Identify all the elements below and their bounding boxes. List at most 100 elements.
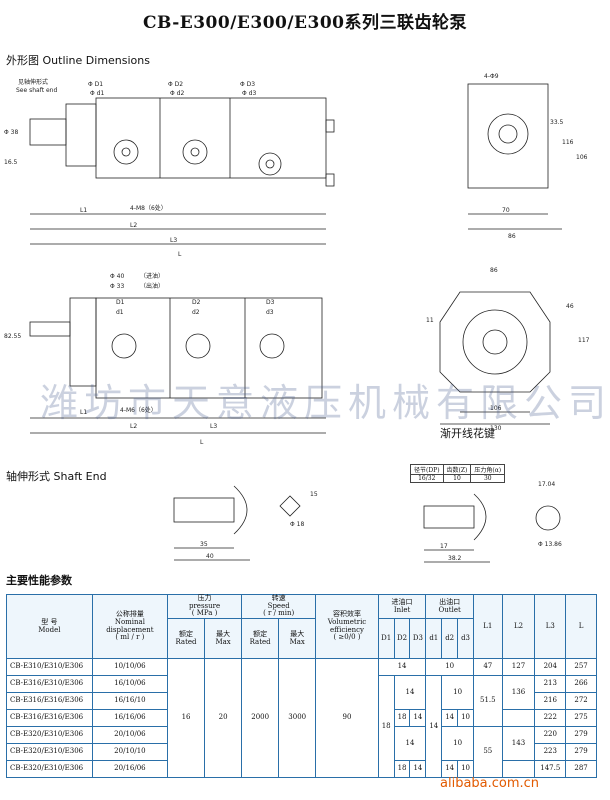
label-D1: Φ D1: [88, 81, 103, 88]
spline-val-alpha: 30: [470, 474, 506, 483]
spline-hdr-alpha: 压力角(α): [470, 464, 506, 475]
cell-d3-d: 10: [457, 760, 474, 779]
outline-heading: 外形图 Outline Dimensions: [6, 54, 150, 67]
cell-model: CB-E310/E310/E306: [6, 658, 93, 677]
cell-model: CB-E316/E316/E306: [6, 709, 93, 728]
label2-L1: L1: [80, 409, 87, 416]
hdr-disp-en: Nominal displacement: [106, 617, 154, 634]
cell-model: CB-E320/E310/E306: [6, 743, 93, 762]
hdr-outlet-cn: 出油口: [439, 597, 461, 606]
label2-d3: d3: [266, 309, 274, 316]
cell-L: 257: [565, 658, 597, 677]
cell-inlet-top: 14: [377, 658, 427, 677]
outline-drawing-bottom: Φ 40 （进油） Φ 33 （出油） D1 d1 D2 d2 D3 d3 4-…: [4, 272, 326, 446]
hdr-eff-en: Volumetric efficiency: [327, 617, 367, 634]
cell-L: 279: [565, 726, 597, 745]
hdr-speed-en: Speed: [267, 601, 290, 610]
label2-117: 117: [578, 337, 590, 344]
label2-130: 130: [490, 425, 502, 430]
hdr-outlet-en: Outlet: [438, 605, 461, 614]
cell-d3-b: 10: [457, 709, 474, 728]
hdr-inlet-cn: 进油口: [391, 597, 413, 606]
label-d2: Φ d2: [170, 90, 184, 97]
label-L3: L3: [170, 237, 177, 244]
hdr-L1: L1: [472, 593, 503, 660]
label-phi33-a: Φ 33: [110, 283, 124, 290]
table-row: CB-E320/E310/E306 20/10/06 14 10 55 143 …: [6, 726, 597, 779]
hdr-pressure-en: pressure: [188, 601, 221, 610]
cell-model: CB-E320/E310/E306: [6, 726, 93, 745]
label-4phi9: 4-Φ9: [484, 73, 499, 80]
hdr-pressure: 压力 pressure ( MPa ): [166, 593, 243, 620]
cell-D2-d: 18: [393, 760, 411, 779]
label2-d1: d1: [116, 309, 124, 316]
cell-disp: 10/10/06: [91, 658, 169, 677]
hdr-max-cn: 最大: [216, 629, 231, 638]
hdr-eff-unit: ( ≥0/0 ): [333, 633, 361, 642]
label2-D3: D3: [266, 299, 275, 306]
cell-model: CB-E316/E310/E306: [6, 675, 93, 694]
label-d3: Φ d3: [242, 90, 256, 97]
label2-D1: D1: [116, 299, 125, 306]
label-inlet-a: （进油）: [140, 272, 164, 280]
cell-model: CB-E316/E316/E306: [6, 692, 93, 711]
label-bolts: 4-M8（6处）: [130, 204, 167, 212]
cell-disp: 20/16/06: [91, 760, 169, 779]
spline-heading: 渐开线花键: [440, 427, 495, 440]
cell-d2-b: 14: [441, 709, 459, 728]
label-D3: Φ D3: [240, 81, 255, 88]
cell-L3: 220: [534, 726, 567, 745]
label-phi38: Φ 38: [4, 129, 18, 136]
cell-speed-rated: 2000: [241, 658, 280, 779]
side-view-bottom: 86 46 117 11 106 130: [426, 267, 590, 430]
cell-rated: 16: [166, 658, 206, 779]
hdr-eff: 容积效率 Volumetric efficiency ( ≥0/0 ): [315, 593, 379, 660]
table-row: CB-E310/E310/E306 10/10/06 16 20 2000 30…: [6, 658, 597, 779]
spec-table: 型 号 Model 公称排量 Nominal displacement ( ml…: [6, 593, 597, 779]
label-86: 86: [508, 233, 516, 240]
hdr-max-en: Max: [215, 637, 231, 646]
spline-hdr-z: 齿数(Z): [442, 464, 472, 475]
label-d1: Φ d1: [90, 90, 104, 97]
spec-table-wrapper: 型 号 Model 公称排量 Nominal displacement ( ml…: [6, 593, 597, 794]
cell-L1-bot: 55: [472, 726, 503, 779]
cell-d1: 14: [425, 675, 443, 779]
hdr-model-en: Model: [38, 625, 61, 634]
cell-L1-mid: 51.5: [472, 675, 503, 728]
label2-d2: d2: [192, 309, 200, 316]
table-row: CB-E320/E310/E306 20/16/06 18 14 14 10 1…: [6, 760, 597, 779]
cell-D3-b: 14: [409, 709, 427, 728]
hdr-speed-unit: ( r / min): [263, 609, 295, 618]
cell-L3: 222: [534, 709, 567, 728]
cell-outlet-top: 10: [425, 658, 474, 677]
shaft-drawing: 35 40 15 Φ 18: [173, 485, 318, 561]
cell-L: 272: [565, 692, 597, 711]
label2-L3: L3: [210, 423, 217, 430]
cell-L: 279: [565, 743, 597, 762]
label-outlet-a: （出油）: [140, 282, 164, 290]
label-16-5: 16.5: [4, 159, 18, 166]
cell-speed-max: 3000: [278, 658, 317, 779]
hdr-eff-cn: 容积效率: [332, 610, 361, 619]
spline-hdr-dp: 径节(DP): [410, 464, 444, 475]
hdr-L: L: [565, 593, 597, 660]
hdr-disp-cn: 公称排量: [115, 610, 144, 619]
hdr-disp-unit: ( ml / r ): [115, 633, 145, 642]
hdr-inlet: 进油口 Inlet: [377, 593, 427, 620]
spline-17-04: 17.04: [538, 481, 555, 488]
side-view-top: 4-Φ9 33.5 116 106 70 86: [467, 73, 588, 240]
cell-L: 266: [565, 675, 597, 694]
spline-38-2: 38.2: [448, 555, 462, 562]
cell-L3: 147.5: [534, 760, 567, 779]
hdr-speed-max-cn: 最大: [290, 629, 305, 638]
cell-disp: 20/10/10: [91, 743, 169, 762]
label-106: 106: [576, 154, 588, 161]
shaft-35: 35: [200, 541, 208, 548]
hdr-d3: d3: [457, 618, 474, 660]
cell-L3: 223: [534, 743, 567, 762]
cell-disp: 16/10/06: [91, 675, 169, 694]
label2-L2: L2: [130, 423, 137, 430]
table-row: CB-E316/E310/E306 16/10/06 18 14 14 10 5…: [6, 675, 597, 779]
label-116: 116: [562, 139, 574, 146]
